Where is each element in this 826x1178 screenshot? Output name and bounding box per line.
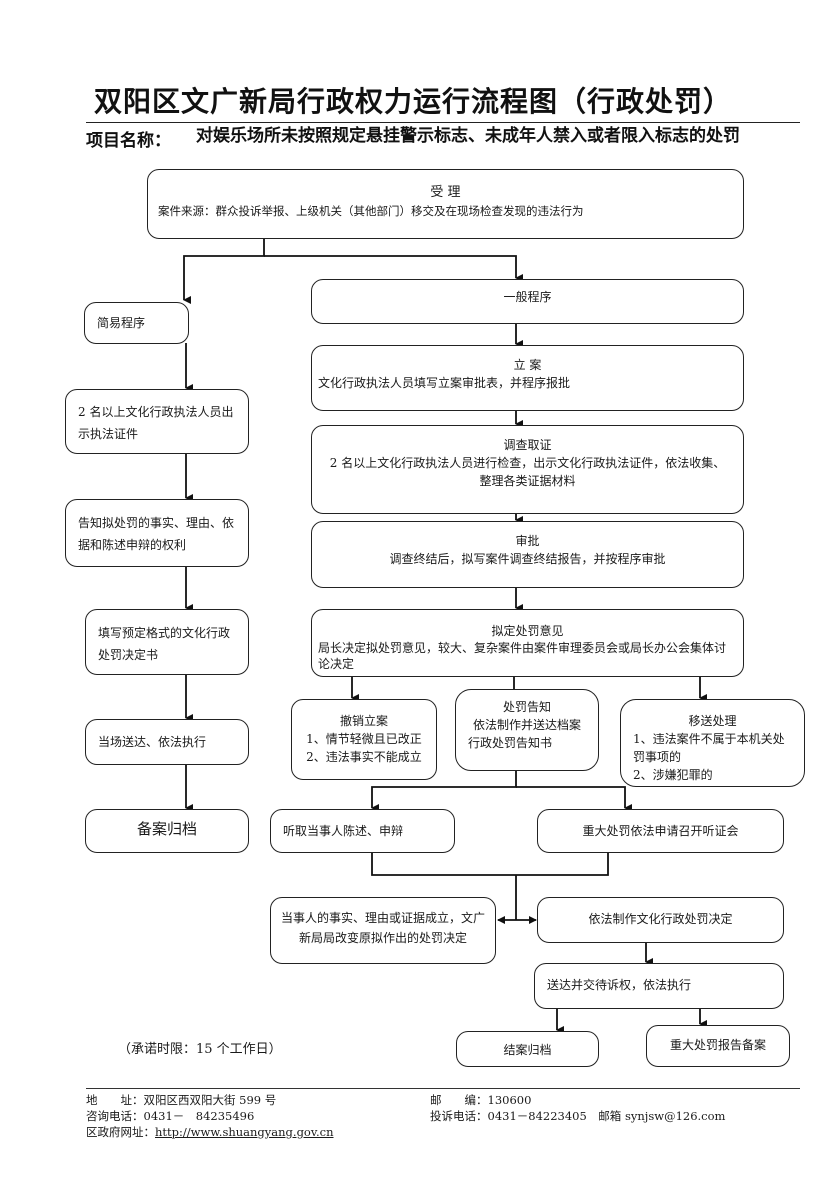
project-label: 项目名称： [86,131,171,151]
revoke-reason: 2、违法事实不能成立 [306,750,422,764]
proposal-box: 拟定处罚意见 局长决定拟处罚意见，较大、复杂案件由案件审理委员会或局长办公会集体… [311,609,744,677]
simple-step-show-id: 2 名以上文化行政执法人员出示执法证件 [65,389,249,454]
hearing-statement-box: 听取当事人陈述、申辩 [270,809,455,853]
footer-consult-phone: 咨询电话：0431－ 84235496 [86,1109,255,1123]
connector-notify-major [516,786,632,812]
simple-step-text: 备案归档 [136,820,197,838]
accept-body: 案件来源：群众投诉举报、上级机关（其他部门）移交及在现场检查发现的违法行为 [158,204,584,218]
general-procedure-box: 一般程序 [311,279,744,324]
connector-to-general [264,255,523,282]
investigation-title: 调查取证 [503,438,552,452]
approval-box: 审批 调查终结后，拟写案件调查终结报告，并按程序审批 [311,521,744,588]
proposal-title: 拟定处罚意见 [491,624,564,638]
simple-step-fill-form: 填写预定格式的文化行政处罚决定书 [85,609,249,675]
filing-title: 立 案 [513,358,542,372]
page-title: 双阳区文广新局行政权力运行流程图（行政处罚） [93,85,732,118]
hearing-major-box: 重大处罚依法申请召开听证会 [537,809,784,853]
report-text: 重大处罚报告备案 [669,1038,766,1052]
approval-title: 审批 [515,534,540,548]
connector-merge [371,852,609,876]
transfer-box: 移送处理 1、违法案件不属于本机关处罚事项的 2、涉嫌犯罪的 [620,699,805,787]
proposal-body: 局长决定拟处罚意见，较大、复杂案件由案件审理委员会或局长办公会集体讨论决定 [318,641,727,671]
deliver-box: 送达并交待诉权，依法执行 [534,963,784,1009]
simple-step-inform: 告知拟处罚的事实、理由、依据和陈述申辩的权利 [65,499,249,567]
close-box: 结案归档 [456,1031,599,1067]
make-decision-text: 依法制作文化行政处罚决定 [588,912,733,926]
investigation-box: 调查取证 2 名以上文化行政执法人员进行检查，出示文化行政执法证件，依法收集、整… [311,425,744,514]
filing-box: 立 案 文化行政执法人员填写立案审批表，并程序报批 [311,345,744,411]
simple-step-text: 2 名以上文化行政执法人员出示执法证件 [78,405,234,441]
simple-step-text: 填写预定格式的文化行政处罚决定书 [98,626,231,662]
simple-step-deliver: 当场送达、依法执行 [85,719,249,765]
transfer-reason: 2、涉嫌犯罪的 [633,768,713,782]
approval-body: 调查终结后，拟写案件调查终结报告，并按程序审批 [389,552,666,566]
close-text: 结案归档 [503,1043,552,1057]
change-decision-text: 当事人的事实、理由或证据成立，文广新局局改变原拟作出的处罚决定 [281,911,486,945]
revoke-title: 撤销立案 [339,714,388,728]
time-limit-note: （承诺时限：15 个工作日） [118,1042,282,1057]
notify-line: 行政处罚告知书 [468,736,553,750]
simple-procedure-box: 简易程序 [84,302,189,344]
footer-website-label: 区政府网址： [86,1125,155,1139]
revoke-reason: 1、情节轻微且已改正 [306,732,422,746]
investigation-body: 2 名以上文化行政执法人员进行检查，出示文化行政执法证件，依法收集、整理各类证据… [329,456,726,488]
revoke-box: 撤销立案 1、情节轻微且已改正 2、违法事实不能成立 [291,699,437,780]
simple-procedure-label: 简易程序 [97,316,146,330]
footer-address: 地 址：双阳区西双阳大街 599 号 [86,1093,277,1107]
simple-step-archive: 备案归档 [85,809,249,853]
connector-notify-split [371,770,517,812]
filing-body: 文化行政执法人员填写立案审批表，并程序报批 [318,376,571,390]
deliver-text: 送达并交待诉权，依法执行 [547,978,692,992]
hearing-major-text: 重大处罚依法申请召开听证会 [582,824,739,838]
accept-box: 受 理 案件来源：群众投诉举报、上级机关（其他部门）移交及在现场检查发现的违法行… [147,169,744,239]
general-procedure-label: 一般程序 [503,290,552,304]
footer-website: 区政府网址：http://www.shuangyang.gov.cn [86,1124,334,1140]
accept-title: 受 理 [430,185,461,200]
simple-step-text: 当场送达、依法执行 [98,735,207,749]
change-decision-box: 当事人的事实、理由或证据成立，文广新局局改变原拟作出的处罚决定 [270,897,496,964]
transfer-reason: 1、违法案件不属于本机关处罚事项的 [633,732,785,764]
hearing-statement-text: 听取当事人陈述、申辩 [283,824,404,838]
notify-line: 依法制作并送达档案 [472,718,581,732]
footer-complaint-phone: 投诉电话：0431－84223405 邮箱 synjsw@126.com [430,1109,726,1123]
footer-postcode: 邮 编：130600 [430,1093,532,1107]
project-name: 对娱乐场所未按照规定悬挂警示标志、未成年人禁入或者限入标志的处罚 [196,126,740,146]
connector-accept-split [183,238,265,304]
transfer-title: 移送处理 [688,714,737,728]
footer-divider [86,1088,800,1089]
simple-step-text: 告知拟处罚的事实、理由、依据和陈述申辩的权利 [78,516,235,552]
make-decision-box: 依法制作文化行政处罚决定 [537,897,784,943]
report-box: 重大处罚报告备案 [646,1025,790,1067]
notify-title: 处罚告知 [502,700,551,714]
footer-website-link[interactable]: http://www.shuangyang.gov.cn [155,1125,334,1139]
title-divider [86,122,800,123]
notify-box: 处罚告知 依法制作并送达档案 行政处罚告知书 [455,689,599,771]
